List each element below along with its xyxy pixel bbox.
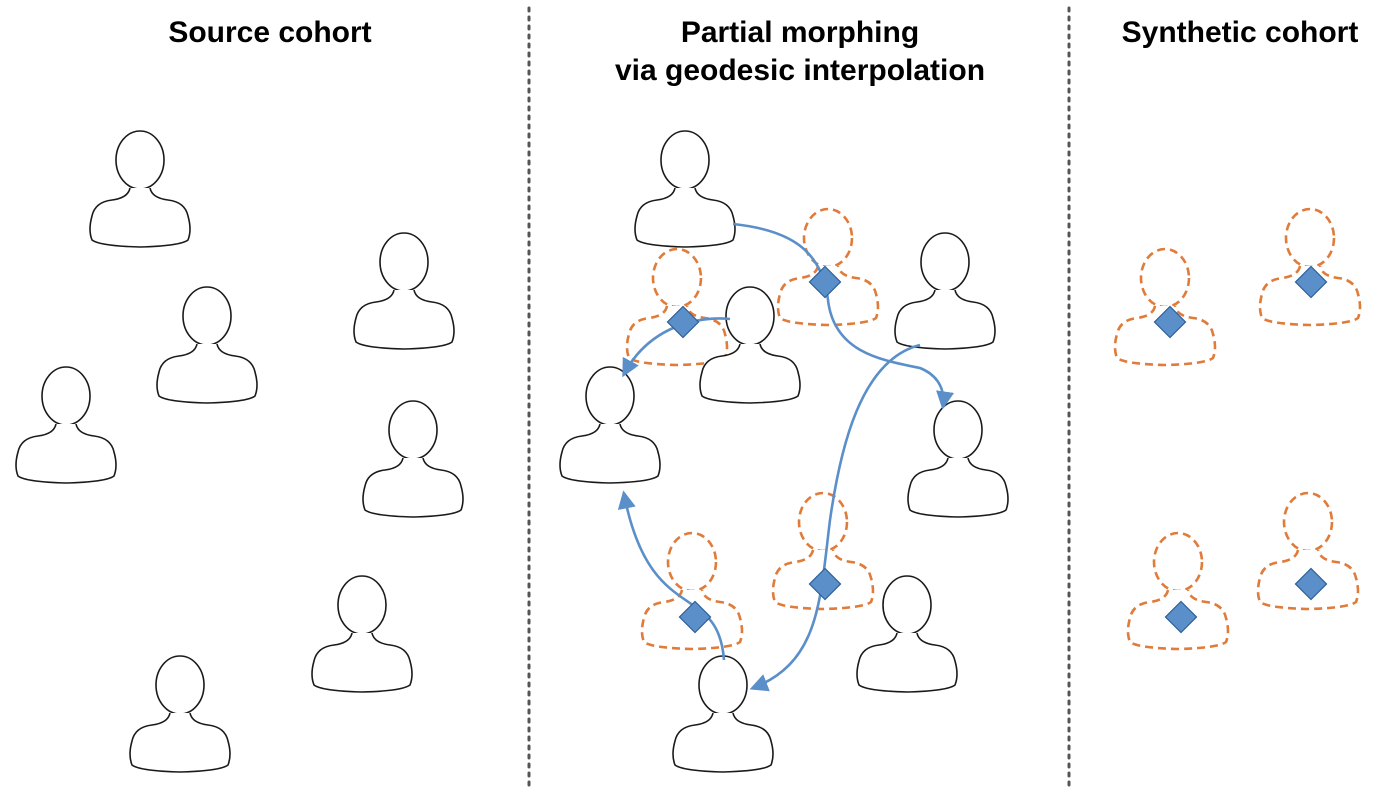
person-icon bbox=[856, 575, 958, 693]
person-icon bbox=[89, 130, 191, 248]
person-icon bbox=[156, 286, 258, 404]
person-icon bbox=[634, 130, 736, 248]
diamond-icon bbox=[666, 305, 700, 339]
diamond-icon bbox=[1294, 567, 1328, 601]
person-icon bbox=[907, 400, 1009, 518]
person-icon bbox=[559, 366, 661, 484]
dashed-person-icon bbox=[771, 491, 875, 611]
dashed-person-icon bbox=[625, 247, 729, 367]
diamond-icon bbox=[678, 600, 712, 634]
diamond-icon bbox=[808, 265, 842, 299]
person-icon bbox=[353, 232, 455, 350]
diamond-icon bbox=[808, 567, 842, 601]
morph-synthetic-subjects bbox=[625, 207, 880, 651]
morphing-title-line2: via geodesic interpolation bbox=[614, 54, 986, 87]
morph-real-subjects-front bbox=[672, 286, 801, 773]
morph-real-subjects bbox=[559, 130, 1009, 693]
dashed-person-icon bbox=[1113, 247, 1217, 367]
source-cohort-title: Source cohort bbox=[168, 16, 372, 49]
geodesic-path bbox=[732, 222, 955, 410]
interpolation-points bbox=[666, 265, 842, 634]
dashed-person-icon bbox=[640, 531, 744, 651]
diamond-icon bbox=[1164, 600, 1198, 634]
person-icon bbox=[362, 400, 464, 518]
synthetic-cohort bbox=[1113, 207, 1362, 651]
person-icon bbox=[129, 655, 231, 773]
geodesic-path bbox=[617, 490, 726, 661]
person-icon bbox=[15, 366, 117, 484]
person-icon bbox=[894, 232, 996, 350]
person-icon bbox=[699, 286, 801, 404]
person-icon bbox=[672, 655, 774, 773]
person-icon bbox=[311, 575, 413, 693]
morphing-title-line1: Partial morphing bbox=[680, 16, 920, 49]
diamond-icon bbox=[1153, 305, 1187, 339]
diamond-icon bbox=[1294, 265, 1328, 299]
source-cohort bbox=[15, 130, 464, 773]
morphing-title: Partial morphing via geodesic interpolat… bbox=[540, 14, 1060, 90]
geodesic-path bbox=[749, 343, 921, 692]
dashed-person-icon bbox=[1126, 531, 1230, 651]
morph-panel bbox=[559, 130, 1009, 773]
synthetic-cohort-title: Synthetic cohort bbox=[1121, 16, 1359, 49]
